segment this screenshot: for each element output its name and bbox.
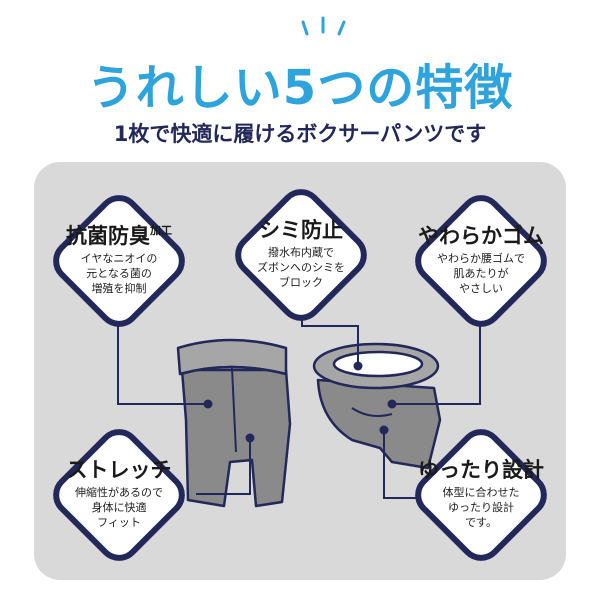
feature-title: やわらかゴム — [418, 224, 544, 249]
feature-badge-stain-prevention: シミ防止 撥水布内蔵で ズボンへのシミを ブロック — [226, 180, 376, 330]
feature-badge-antibacterial: 抗菌防臭加工 イヤなニオイの 元となる菌の 増殖を抑制 — [44, 186, 194, 336]
page-title: うれしい5つの特徴 — [86, 60, 514, 116]
feature-description: 体型に合わせた ゆったり設計 です。 — [442, 486, 520, 529]
feature-title: ゆったり設計 — [418, 458, 544, 483]
sparkle-icon — [301, 16, 346, 36]
feature-description: やわらか腰ゴムで 肌あたりが やさしい — [437, 252, 525, 295]
feature-title: シミ防止 — [259, 218, 343, 243]
feature-title-suffix: 加工 — [150, 224, 172, 238]
feature-title: ストレッチ — [66, 458, 172, 483]
page-subtitle: 1枚で快適に履けるボクサーパンツです — [113, 122, 487, 146]
feature-badge-stretch: ストレッチ 伸縮性があるので 身体に快適 フィット — [44, 420, 194, 570]
feature-title: 抗菌防臭 — [66, 224, 150, 249]
feature-description: イヤなニオイの 元となる菌の 増殖を抑制 — [80, 252, 158, 295]
boxer-tilted-view — [312, 342, 442, 470]
feature-badge-relaxed-fit: ゆったり設計 体型に合わせた ゆったり設計 です。 — [406, 420, 556, 570]
feature-description: 伸縮性があるので 身体に快適 フィット — [75, 486, 163, 529]
feature-description: 撥水布内蔵で ズボンへのシミを ブロック — [257, 246, 345, 289]
boxer-front-view — [176, 338, 292, 508]
feature-badge-soft-elastic: やわらかゴム やわらか腰ゴムで 肌あたりが やさしい — [406, 186, 556, 336]
